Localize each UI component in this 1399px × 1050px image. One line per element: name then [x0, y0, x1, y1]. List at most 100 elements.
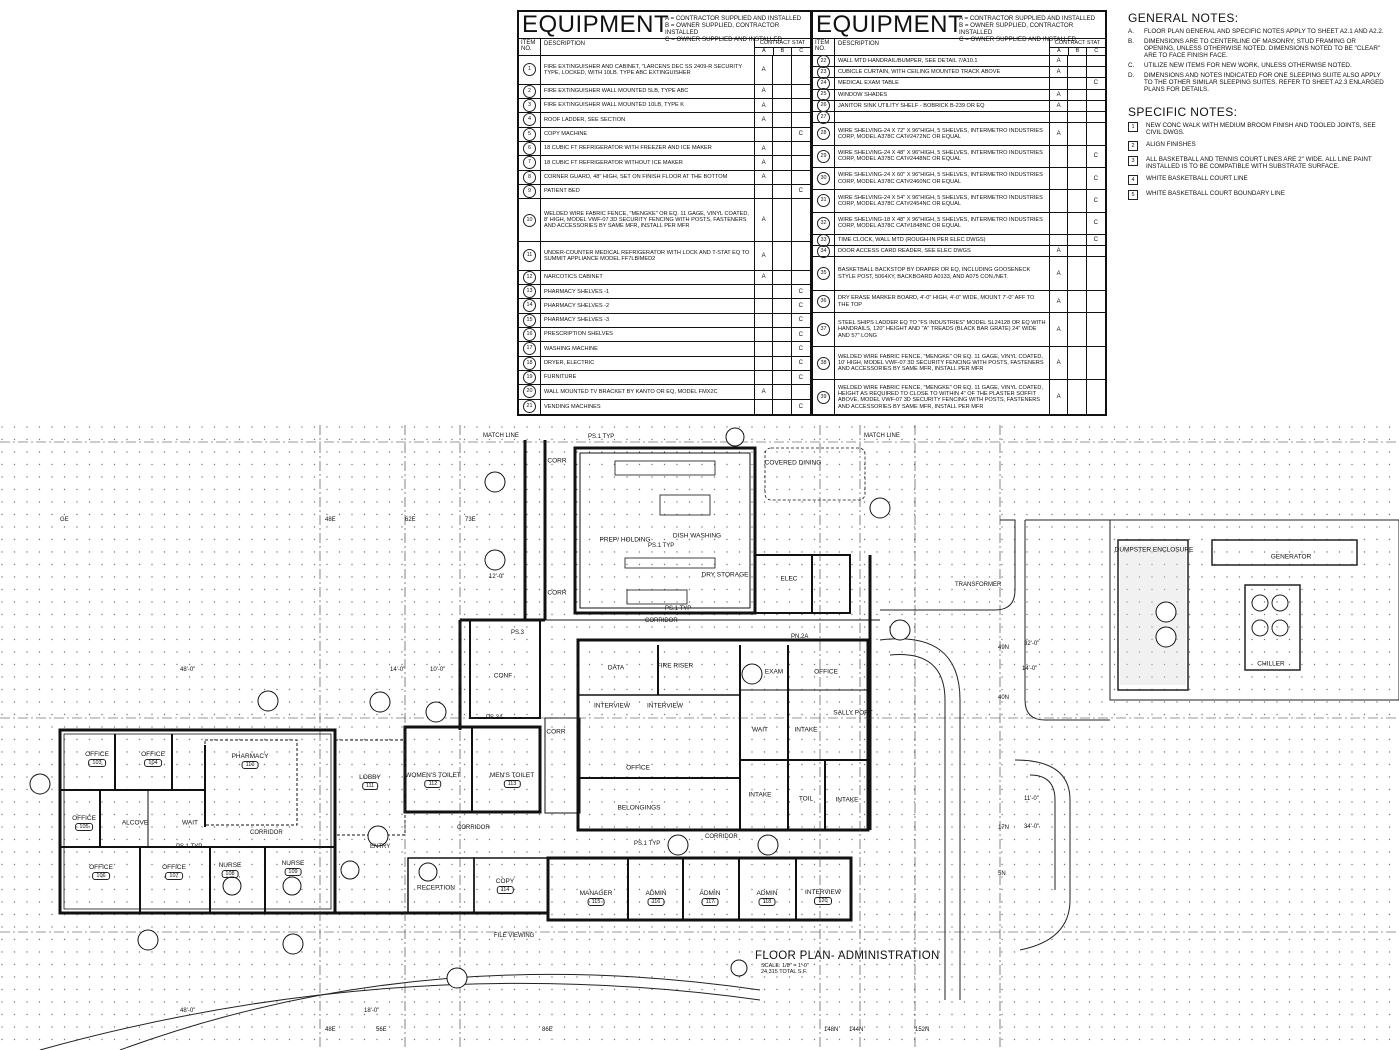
stat-c: C: [798, 188, 803, 195]
stat-b: [773, 156, 792, 170]
plan-annotation: 48E: [325, 517, 336, 523]
note-text: DIMENSIONS ARE TO CENTERLINE OF MASONRY,…: [1144, 38, 1381, 59]
stat-b: [1068, 190, 1087, 212]
item-number: 6: [519, 141, 541, 156]
item-description: PHARMACY SHELVES -3: [541, 313, 756, 327]
plan-title: FLOOR PLAN- ADMINISTRATION: [755, 950, 940, 962]
room-name: TOIL: [798, 795, 814, 803]
stat-c: C: [798, 331, 803, 338]
stat-c: C: [798, 131, 803, 138]
plan-annotation: CORRIDOR: [457, 825, 490, 831]
item-number-bubble: 20: [523, 385, 536, 399]
room-name: COPY: [495, 878, 515, 885]
item-number: 14: [519, 299, 541, 313]
stat-c: C: [1093, 175, 1098, 182]
room-name: WAIT: [751, 726, 769, 734]
stat-c: C: [798, 317, 803, 324]
room-number: 108: [221, 870, 239, 878]
item-description: VENDING MACHINES: [541, 399, 756, 414]
item-number: 38: [813, 346, 835, 380]
note-key: 2: [1128, 141, 1138, 151]
note-text: FLOOR PLAN GENERAL AND SPECIFIC NOTES AP…: [1144, 28, 1384, 35]
plan-annotation: 17N: [998, 825, 1010, 831]
col-description: DESCRIPTION: [835, 39, 1050, 55]
room-name: SALLY PORT: [833, 709, 873, 717]
room-label: EXAM: [765, 669, 783, 676]
plan-annotation: PS.1 TYP: [665, 606, 692, 612]
grid-dots: [0, 425, 1399, 1050]
item-number-bubble: 10: [523, 213, 536, 227]
stat-a: A: [755, 98, 774, 113]
note-key: A.: [1128, 28, 1134, 35]
plan-annotation: GE: [60, 517, 69, 523]
stat-c: [792, 113, 810, 126]
stat-b: [1068, 111, 1087, 123]
room-name: MANAGER: [579, 890, 613, 897]
room-label: OFFICE: [626, 765, 650, 772]
item-description: PHARMACY SHELVES -1: [541, 285, 756, 299]
stat-c: [792, 271, 810, 284]
stat-a-head: A: [1050, 48, 1069, 55]
stat-a: A: [1050, 67, 1069, 78]
item-number: 29: [813, 145, 835, 167]
item-description: TIME CLOCK, WALL MTD (ROUGH-IN PER ELEC …: [835, 235, 1051, 246]
item-number-bubble: 21: [523, 400, 536, 414]
plan-annotation: PS.1 TYP: [588, 434, 615, 440]
note-text: UTILIZE NEW ITEMS FOR NEW WORK, UNLESS O…: [1144, 62, 1352, 69]
item-description: UNDER-COUNTER MEDICAL REFRIGERATOR WITH …: [541, 242, 756, 270]
item-number: 19: [519, 370, 541, 385]
item-description: DRYER, ELECTRIC: [541, 356, 756, 370]
item-number-bubble: 1: [523, 63, 536, 77]
room-number: 109: [284, 868, 302, 876]
item-number: 15: [519, 313, 541, 327]
equipment-table-header: EQUIPMENT A = CONTRACTOR SUPPLIED AND IN…: [813, 11, 1105, 43]
stat-c: C: [1093, 220, 1098, 227]
plan-annotation: 73E: [465, 517, 476, 523]
note-key: D.: [1128, 72, 1135, 79]
item-number-bubble: 9: [523, 184, 536, 198]
item-number-bubble: 6: [523, 142, 536, 156]
note-text: NEW CONC WALK WITH MEDIUM BROOM FINISH A…: [1146, 122, 1376, 136]
room-number: 104: [144, 759, 162, 767]
stat-a: [755, 313, 774, 327]
room-label: CHILLER: [1257, 661, 1284, 668]
plan-annotation: PS.3: [511, 630, 525, 636]
legend-c: C = OWNER SUPPLIED AND INSTALLED: [665, 36, 782, 43]
plan-annotation: PS.1 TYP: [176, 844, 203, 850]
equipment-title: EQUIPMENT: [816, 11, 964, 38]
room-name: INTAKE: [794, 726, 818, 734]
stat-b: [773, 370, 792, 385]
stat-a: A: [755, 141, 774, 156]
stat-b: [1068, 167, 1087, 190]
stat-b: [773, 199, 792, 242]
stat-b: [773, 113, 792, 127]
note-key: B.: [1128, 38, 1134, 45]
stat-a: A: [755, 199, 774, 242]
stat-b: [773, 385, 792, 399]
item-number-bubble: 16: [523, 328, 536, 342]
item-number-bubble: 27: [817, 110, 830, 124]
item-description: ROOF LADDER, SEE SECTION: [541, 113, 756, 127]
stat-c: C: [798, 360, 803, 367]
equipment-legend: A = CONTRACTOR SUPPLIED AND INSTALLED B …: [959, 15, 1105, 43]
stat-c: [1087, 257, 1105, 290]
room-label: CORR: [547, 458, 566, 465]
item-number-bubble: 36: [817, 295, 830, 309]
room-label: INTAKE: [795, 727, 818, 734]
